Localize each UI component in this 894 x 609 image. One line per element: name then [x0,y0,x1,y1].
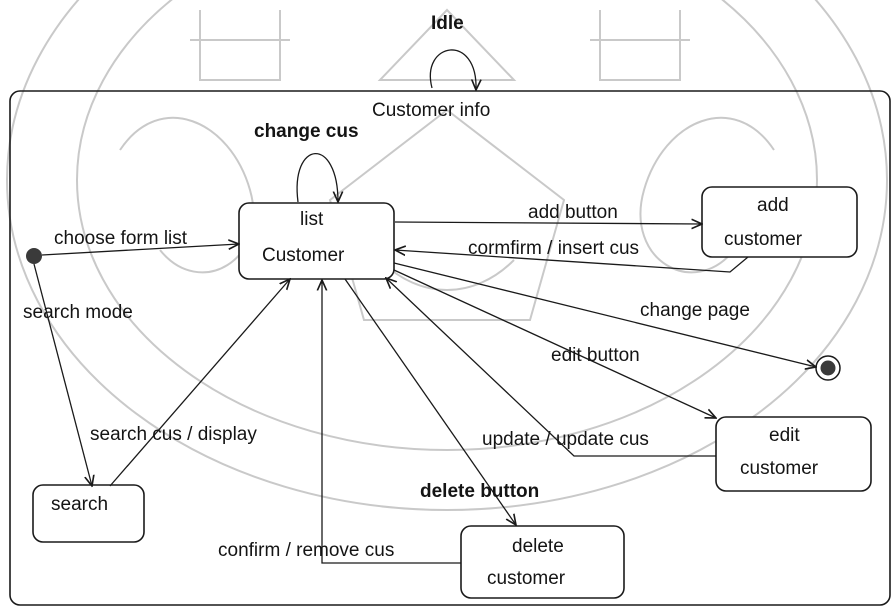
delete-button-edge [344,278,516,525]
state-add-line2: customer [724,229,803,250]
state-edit-line2: customer [740,458,819,479]
superstate-label: Idle [431,13,464,34]
state-list-customer: list Customer [238,202,395,280]
state-search: search [32,484,145,543]
search-mode-label: search mode [23,302,133,323]
confirm-remove-edge [322,280,461,564]
confirm-remove-label: confirm / remove cus [218,540,394,561]
search-cus-label: search cus / display [90,424,257,445]
state-delete-line2: customer [487,568,566,589]
change-cus-loop [296,152,338,202]
state-edit-customer: edit customer [715,416,872,492]
state-list-line1: list [300,209,324,230]
edit-button-label: edit button [551,345,640,366]
container-label: Customer info [372,100,490,121]
watermark-seal [6,0,888,511]
add-button-label: add button [528,202,618,223]
state-delete-customer: delete customer [460,525,625,599]
update-label: update / update cus [482,429,649,450]
search-cus-edge [109,279,290,487]
delete-button-label: delete button [420,481,539,502]
confirm-insert-label: cormfirm / insert cus [468,238,639,259]
state-search-label: search [51,494,108,515]
choose-form-list-label: choose form list [54,228,188,249]
change-page-edge [393,262,816,367]
edit-button-edge [393,269,716,418]
state-delete-line1: delete [512,536,564,557]
initial-state [26,248,42,264]
container-customer-info [9,90,891,606]
state-edit-line1: edit [769,425,800,446]
state-list-line2: Customer [262,245,345,266]
choose-form-list-edge [41,244,239,256]
change-page-label: change page [640,300,750,321]
idle-self-loop [429,49,476,90]
state-add-line1: add [757,195,789,216]
final-state-dot [820,360,836,376]
confirm-insert-edge [395,250,749,273]
state-add-customer: add customer [701,186,858,258]
search-mode-edge [33,263,92,486]
add-button-edge [394,222,702,224]
update-edge [386,278,716,457]
change-cus-label: change cus [254,121,359,142]
